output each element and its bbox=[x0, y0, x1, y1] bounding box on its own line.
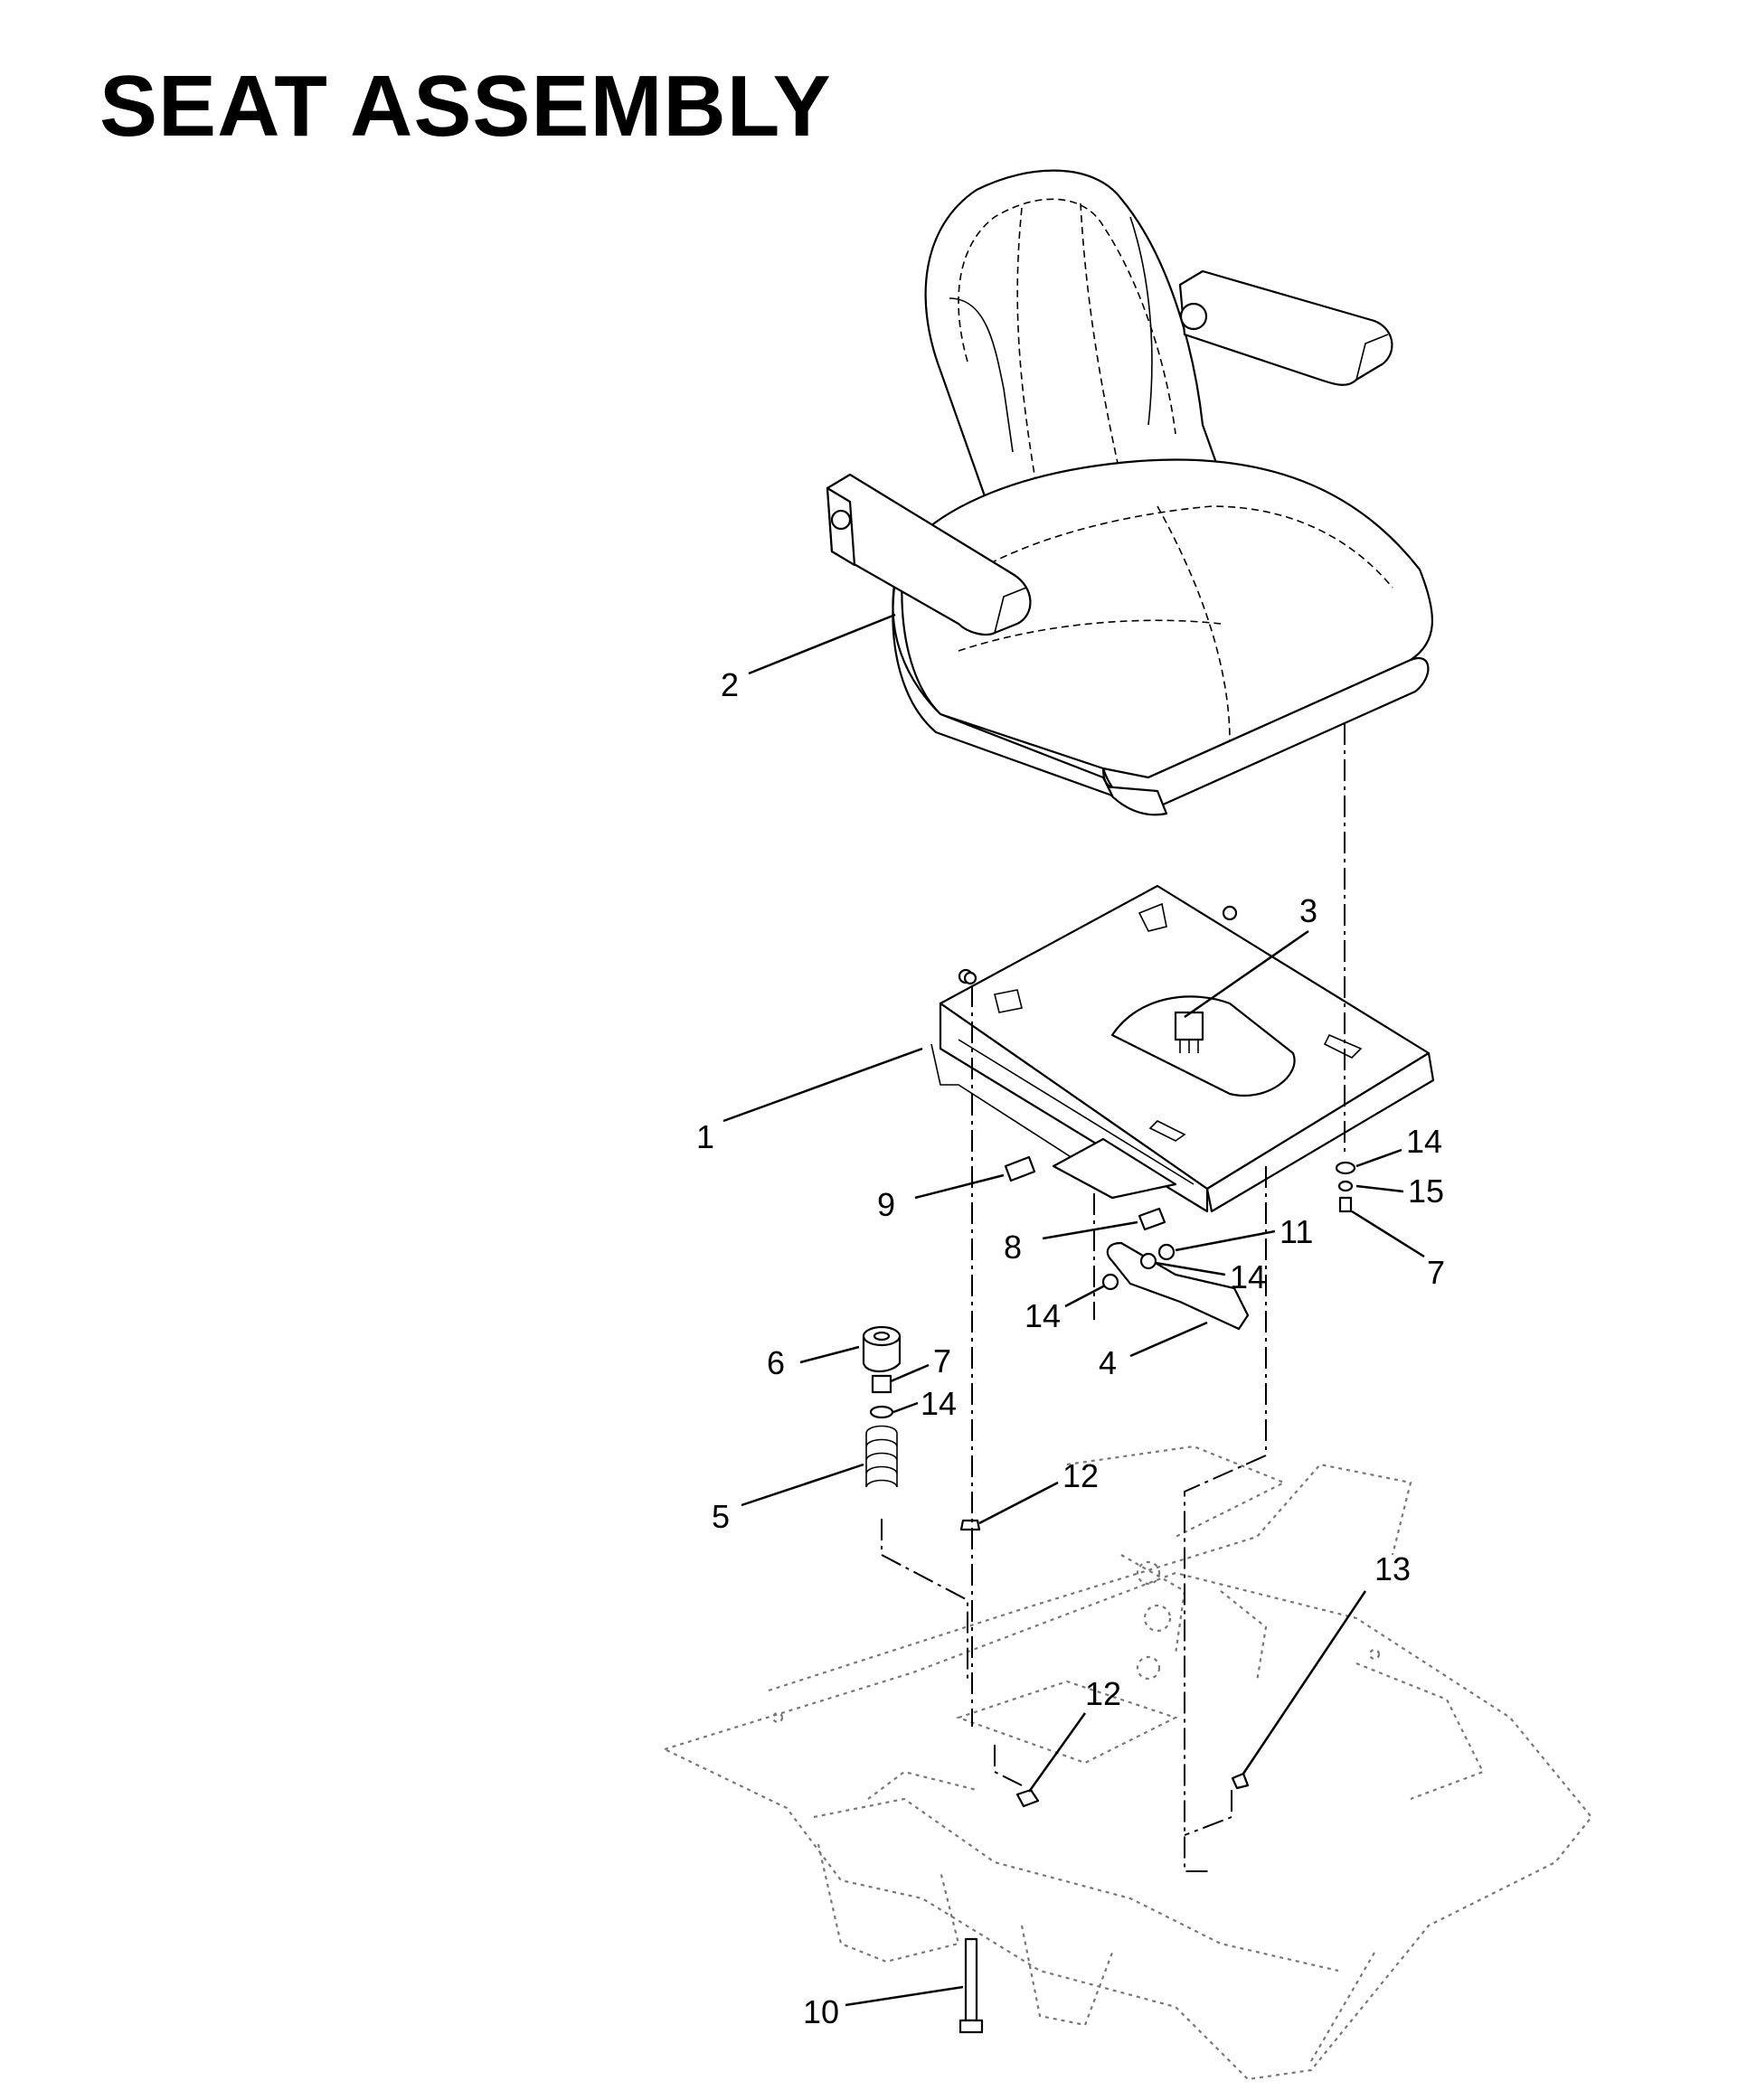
callout-14-lever-lower: 14 bbox=[1025, 1297, 1061, 1334]
seat-plate bbox=[930, 884, 1435, 1213]
callout-12-upper: 12 bbox=[1062, 1457, 1099, 1494]
callout-7-spring: 7 bbox=[933, 1342, 951, 1380]
callout-1: 1 bbox=[696, 1118, 714, 1155]
callout-15: 15 bbox=[1408, 1172, 1444, 1210]
callout-9: 9 bbox=[877, 1186, 895, 1223]
callout-5: 5 bbox=[712, 1498, 730, 1535]
callout-11: 11 bbox=[1280, 1213, 1313, 1250]
callout-8: 8 bbox=[1004, 1229, 1022, 1266]
hardware bbox=[862, 971, 1356, 2034]
mower-frame bbox=[661, 1445, 1593, 2081]
callout-2: 2 bbox=[721, 666, 739, 703]
center-lines bbox=[881, 723, 1346, 1872]
callout-10: 10 bbox=[803, 1993, 839, 2030]
callout-12-lower: 12 bbox=[1085, 1675, 1121, 1712]
spring bbox=[865, 1425, 898, 1488]
callout-3: 3 bbox=[1299, 892, 1317, 929]
callout-13: 13 bbox=[1374, 1550, 1411, 1587]
callout-14-plate: 14 bbox=[1406, 1123, 1442, 1160]
seat bbox=[826, 169, 1434, 816]
page-title: SEAT ASSEMBLY bbox=[99, 58, 832, 155]
callout-4: 4 bbox=[1099, 1344, 1117, 1381]
callout-6: 6 bbox=[767, 1344, 785, 1381]
callouts: 2 3 1 14 15 7 9 8 11 14 14 4 6 7 14 5 12 bbox=[696, 613, 1445, 2030]
callout-14-lever-upper: 14 bbox=[1230, 1258, 1266, 1295]
callout-7-plate: 7 bbox=[1427, 1254, 1445, 1291]
callout-14-spring: 14 bbox=[921, 1385, 957, 1422]
